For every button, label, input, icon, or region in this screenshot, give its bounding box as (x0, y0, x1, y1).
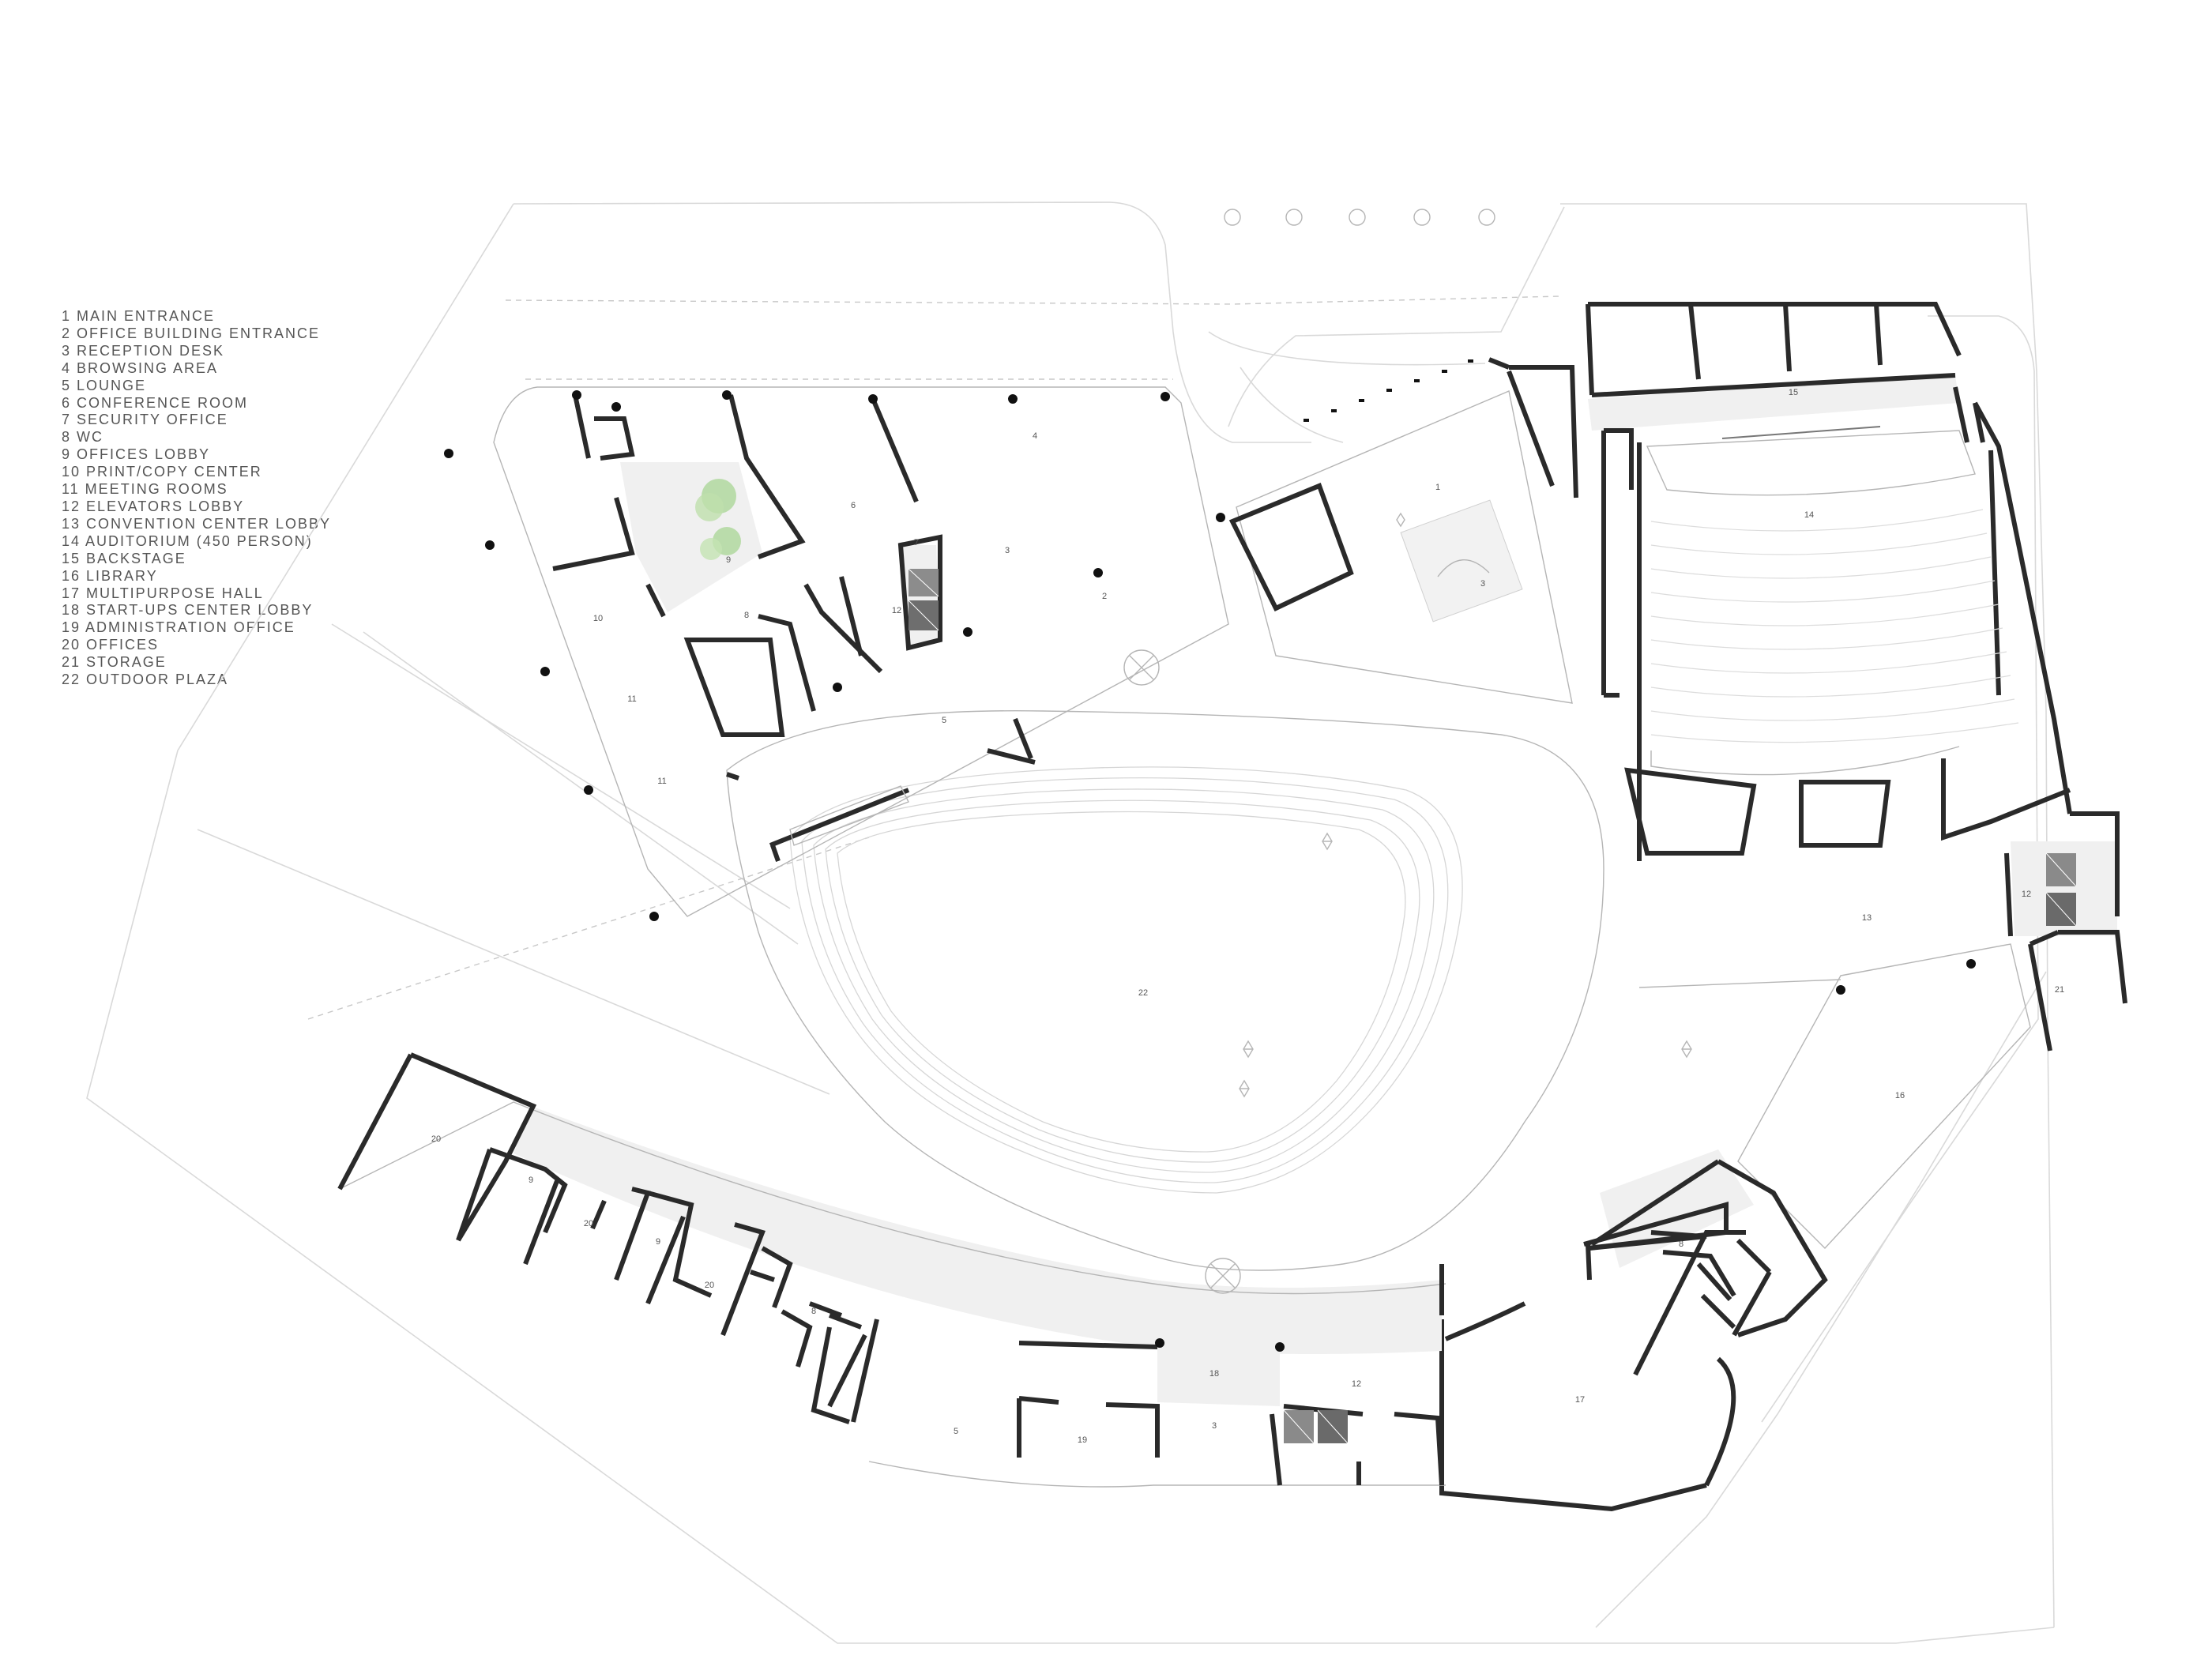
room-label-9b: 9 (529, 1176, 533, 1185)
room-label-20b: 20 (584, 1219, 593, 1228)
legend-item-20: 20 OFFICES (62, 637, 160, 653)
room-label-14: 14 (1804, 510, 1814, 520)
room-label-12b: 12 (2022, 890, 2031, 899)
legend-item-7: 7 SECURITY OFFICE (62, 412, 228, 428)
room-label-8b: 8 (811, 1307, 816, 1316)
legend-item-1: 1 MAIN ENTRANCE (62, 308, 216, 324)
room-label-20a: 20 (431, 1134, 441, 1144)
legend-item-2: 2 OFFICE BUILDING ENTRANCE (62, 325, 321, 341)
legend-item-6: 6 CONFERENCE ROOM (62, 394, 249, 411)
room-label-5b: 5 (954, 1427, 958, 1436)
legend-item-22: 22 OUTDOOR PLAZA (62, 672, 229, 688)
room-label-5: 5 (942, 716, 946, 725)
room-label-9: 9 (726, 555, 731, 565)
room-label-11b: 11 (657, 777, 666, 786)
room-label-3: 3 (1005, 546, 1010, 555)
street-tree-circles (1224, 209, 1495, 226)
legend-item-13: 13 CONVENTION CENTER LOBBY (62, 515, 332, 532)
legend-item-17: 17 MULTIPURPOSE HALL (62, 585, 264, 601)
legend-item-5: 5 LOUNGE (62, 377, 147, 393)
room-label-12: 12 (892, 606, 901, 615)
legend: 1 MAIN ENTRANCE 2 OFFICE BUILDING ENTRAN… (62, 308, 331, 689)
room-label-17: 17 (1575, 1395, 1585, 1405)
legend-item-16: 16 LIBRARY (62, 567, 158, 584)
legend-item-21: 21 STORAGE (62, 654, 167, 671)
room-label-8c: 8 (1679, 1240, 1683, 1249)
room-label-11: 11 (627, 694, 636, 704)
room-label-20c: 20 (705, 1281, 714, 1290)
south-office-bar: 20 20 20 9 9 8 5 19 3 18 12 (337, 1052, 1446, 1488)
legend-item-4: 4 BROWSING AREA (62, 359, 219, 376)
entrance-tree (1396, 512, 1405, 528)
legend-item-14: 14 AUDITORIUM (450 PERSON) (62, 532, 313, 549)
legend-item-19: 19 ADMINISTRATION OFFICE (62, 619, 295, 636)
room-label-1: 1 (1435, 483, 1440, 492)
outdoor-plaza: 22 (726, 710, 1692, 1271)
room-label-2: 2 (1102, 592, 1107, 601)
room-label-6: 6 (851, 501, 856, 510)
room-label-21: 21 (2055, 985, 2064, 995)
legend-item-8: 8 WC (62, 429, 103, 446)
room-label-3b: 3 (1480, 579, 1485, 589)
plaza-trees (1239, 832, 1692, 1098)
main-entrance: 1 3 (1228, 357, 1578, 704)
legend-item-15: 15 BACKSTAGE (62, 550, 186, 566)
room-label-3c: 3 (1212, 1421, 1217, 1431)
room-label-13: 13 (1862, 913, 1872, 923)
room-label-19: 19 (1078, 1435, 1087, 1445)
room-label-8: 8 (744, 611, 749, 620)
room-label-18: 18 (1209, 1369, 1219, 1379)
room-label-22: 22 (1138, 988, 1148, 998)
bollards (1304, 359, 1473, 422)
multipurpose-block: 17 8 (1439, 1149, 1828, 1512)
site-outline (86, 201, 2055, 1644)
auditorium-seating (1650, 509, 2019, 743)
room-label-4: 4 (1033, 431, 1037, 441)
legend-item-9: 9 OFFICES LOBBY (62, 446, 211, 463)
legend-item-12: 12 ELEVATORS LOBBY (62, 498, 245, 514)
room-label-12c: 12 (1352, 1379, 1361, 1389)
room-label-15: 15 (1789, 388, 1798, 397)
office-stairs (789, 785, 909, 846)
legend-item-3: 3 RECEPTION DESK (62, 342, 225, 359)
room-label-16: 16 (1895, 1091, 1905, 1100)
room-label-10: 10 (593, 614, 603, 623)
office-building: 2 3 4 5 6 7 8 9 10 11 11 12 (444, 378, 1229, 921)
room-label-9c: 9 (656, 1237, 660, 1247)
room-label-7: 7 (914, 538, 919, 547)
legend-item-10: 10 PRINT/COPY CENTER (62, 464, 262, 480)
auditorium-building: 12 13 14 15 16 21 (1586, 302, 2127, 1250)
legend-item-11: 11 MEETING ROOMS (62, 481, 228, 498)
legend-item-18: 18 START-UPS CENTER LOBBY (62, 602, 314, 619)
